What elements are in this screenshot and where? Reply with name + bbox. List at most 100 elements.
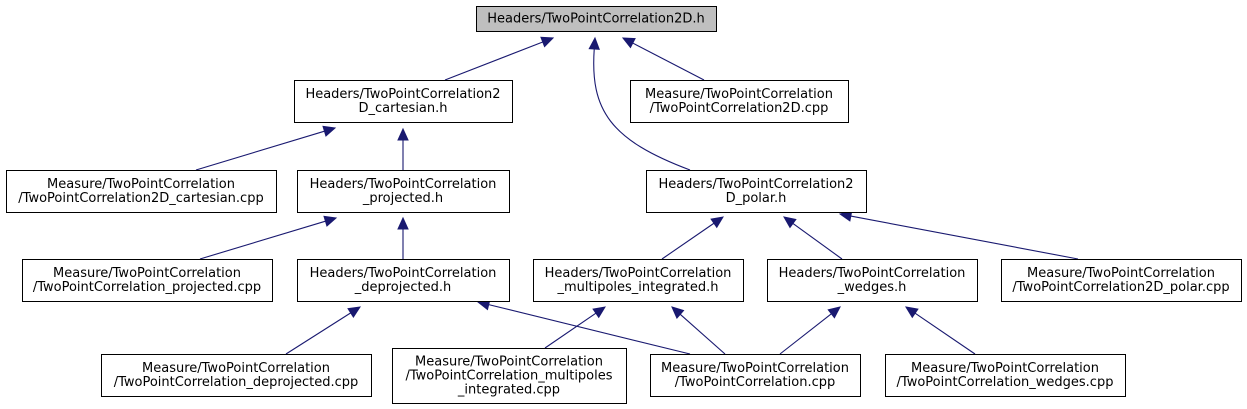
arrow-head [588,36,600,50]
edge-line [199,220,326,260]
node-box [101,354,372,397]
node-label-line: _deprojected.h [354,280,452,295]
arrow-head [827,306,841,319]
node-box [646,170,867,213]
edge-line [285,312,352,355]
edge-twopoint2d_cpp-to-twopoint2d_h [621,37,705,81]
node-label-line: Measure/TwoPointCorrelation [661,361,849,376]
node-label-line: Measure/TwoPointCorrelation [415,355,603,370]
node-label-line: /TwoPointCorrelation_deprojected.cpp [114,375,359,390]
edge-line [195,130,325,171]
node-label-line: Measure/TwoPointCorrelation [142,361,330,376]
node-label-line: _projected.h [362,191,443,206]
node-polar_cpp[interactable]: Measure/TwoPointCorrelation/TwoPointCorr… [1001,259,1242,302]
node-polar_h[interactable]: Headers/TwoPointCorrelation2D_polar.h [646,170,867,213]
arrow-head [347,306,362,319]
arrow-head [671,306,685,319]
arrow-head [540,36,555,48]
node-box [767,259,978,302]
edge-cartesian_h-to-twopoint2d_h [444,36,555,81]
node-label-line: Measure/TwoPointCorrelation [911,361,1099,376]
edge-line [779,313,832,355]
node-twopoint2d_h[interactable]: Headers/TwoPointCorrelation2D.h [476,6,717,32]
node-cartesian_h[interactable]: Headers/TwoPointCorrelation2D_cartesian.… [294,80,513,123]
edge-polar_h-to-twopoint2d_h [588,36,691,171]
node-box [650,354,861,397]
arrow-head [592,306,606,319]
node-label-line: Measure/TwoPointCorrelation [1027,266,1215,281]
node-label-line: Measure/TwoPointCorrelation [47,177,235,192]
edges-layer [195,36,1079,355]
node-projected_cpp[interactable]: Measure/TwoPointCorrelation/TwoPointCorr… [22,259,273,302]
arrow-head [710,216,724,229]
arrow-head [322,125,337,137]
node-label-line: Headers/TwoPointCorrelation2 [305,87,500,102]
node-multipoles_h[interactable]: Headers/TwoPointCorrelation_multipoles_i… [533,259,744,302]
node-wedges_h[interactable]: Headers/TwoPointCorrelation_wedges.h [767,259,978,302]
edge-polar_cpp-to-polar_h [838,210,1079,260]
edge-projected_h-to-cartesian_h [397,127,409,170]
nodes-layer: Headers/TwoPointCorrelation2D.hHeaders/T… [6,6,1242,404]
node-label-line: _wedges.h [837,280,907,295]
edge-twopoint_cpp-to-wedges_h [779,306,841,355]
node-box [297,170,510,213]
node-label-line: D_cartesian.h [358,101,447,116]
node-twopoint2d_cpp[interactable]: Measure/TwoPointCorrelation/TwoPointCorr… [630,80,849,123]
edge-deprojected_h-to-projected_h [397,216,409,259]
node-label-line: _integrated.cpp [457,383,560,398]
node-box [1001,259,1242,302]
node-label-line: Headers/TwoPointCorrelation2D.h [487,12,704,27]
node-label-line: /TwoPointCorrelation_wedges.cpp [897,375,1114,390]
node-box [22,259,273,302]
node-label-line: D_polar.h [726,191,787,206]
edge-line [444,41,543,81]
node-projected_h[interactable]: Headers/TwoPointCorrelation_projected.h [297,170,510,213]
arrow-head [783,216,797,229]
edge-deprojected_cpp-to-deprojected_h [285,306,362,355]
node-wedges_cpp[interactable]: Measure/TwoPointCorrelation/TwoPointCorr… [885,354,1126,397]
node-multipoles_cpp[interactable]: Measure/TwoPointCorrelation/TwoPointCorr… [392,348,627,404]
node-label-line: Headers/TwoPointCorrelation2 [658,177,853,192]
edge-projected_cpp-to-projected_h [199,215,338,260]
node-label-line: Measure/TwoPointCorrelation [645,87,833,102]
edge-line [679,313,726,355]
edge-line [593,48,691,171]
node-deprojected_h[interactable]: Headers/TwoPointCorrelation_deprojected.… [297,259,510,302]
node-twopoint_cpp[interactable]: Measure/TwoPointCorrelation/TwoPointCorr… [650,354,861,397]
node-box [6,170,277,213]
arrow-head [621,37,636,49]
node-label-line: /TwoPointCorrelation.cpp [675,375,836,390]
edge-twopoint_cpp-to-multipoles_h [671,306,726,355]
node-label-line: Headers/TwoPointCorrelation [310,177,497,192]
node-label-line: _multipoles_integrated.h [556,280,718,295]
edge-line [850,215,1079,260]
edge-cartesian_cpp-to-cartesian_h [195,125,337,171]
edge-wedges_cpp-to-wedges_h [905,306,976,355]
node-label-line: /TwoPointCorrelation2D_polar.cpp [1012,280,1229,295]
arrow-head [397,127,409,141]
node-label-line: /TwoPointCorrelation2D.cpp [650,101,829,116]
node-label-line: Measure/TwoPointCorrelation [53,266,241,281]
node-box [476,6,717,32]
edge-line [792,223,843,260]
node-box [885,354,1126,397]
edge-multipoles_cpp-to-multipoles_h [544,306,606,349]
node-deprojected_cpp[interactable]: Measure/TwoPointCorrelation/TwoPointCorr… [101,354,372,397]
node-box [294,80,513,123]
edge-wedges_h-to-polar_h [783,216,843,260]
arrow-head [397,216,409,230]
edge-multipoles_h-to-polar_h [661,216,724,260]
arrow-head [905,306,919,319]
node-box [392,348,627,404]
edge-line [632,42,705,81]
edge-line [661,222,715,260]
node-label-line: Headers/TwoPointCorrelation [310,266,497,281]
edge-line [544,312,597,349]
node-cartesian_cpp[interactable]: Measure/TwoPointCorrelation/TwoPointCorr… [6,170,277,213]
edge-twopoint_cpp-to-deprojected_h [476,299,691,355]
node-box [533,259,744,302]
node-label-line: /TwoPointCorrelation_projected.cpp [33,280,261,295]
edge-line [914,312,976,355]
edge-line [488,304,691,355]
